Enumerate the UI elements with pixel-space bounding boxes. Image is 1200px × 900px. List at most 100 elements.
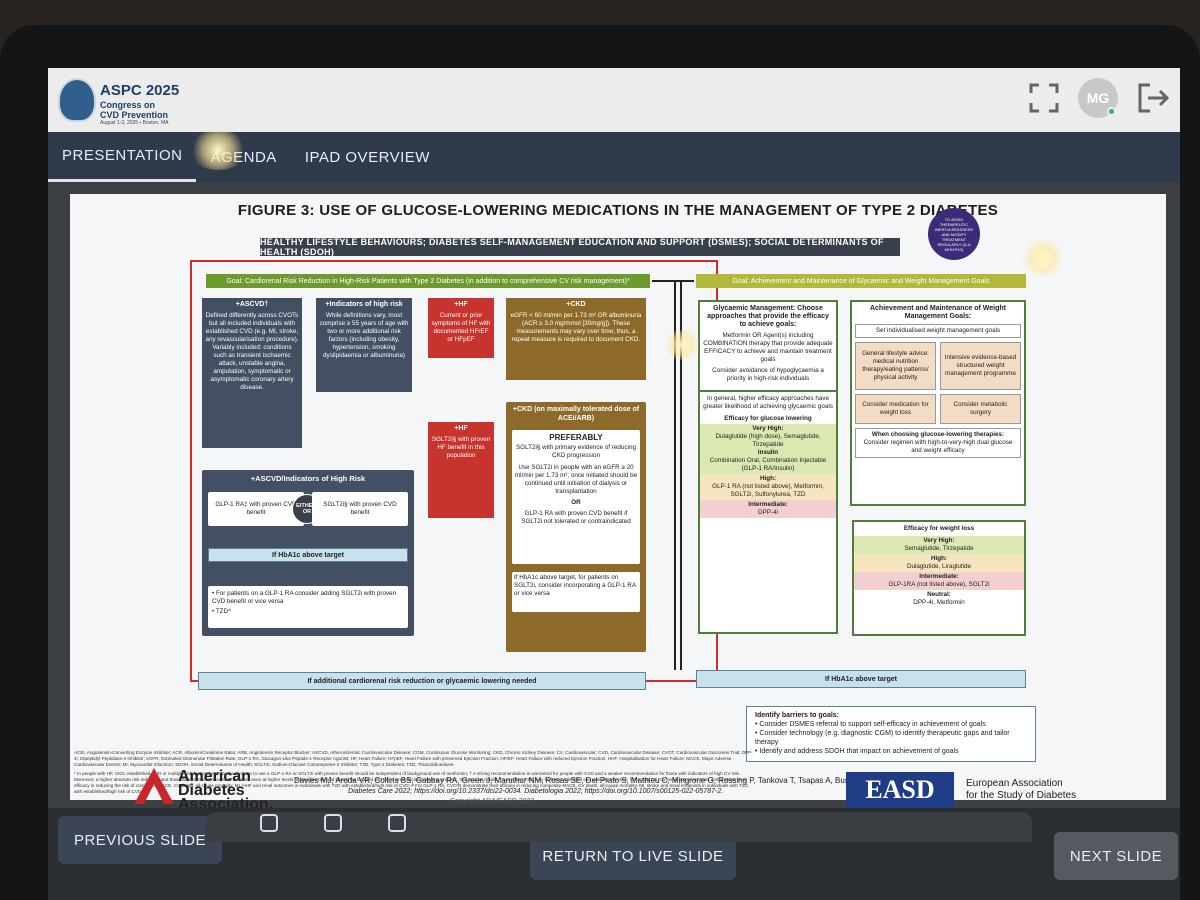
cardiorenal-bar: If additional cardiorenal risk reduction…	[198, 672, 646, 690]
online-status-dot	[1107, 107, 1116, 116]
logo-subtitle: Congress on CVD Prevention	[100, 100, 169, 120]
preferably-label: PREFERABLY	[549, 433, 603, 442]
weight-high: High: Dulaglutide, Liraglutide	[854, 554, 1024, 572]
fullscreen-icon[interactable]	[1028, 82, 1060, 114]
weight-choose-box: When choosing glucose-lowering therapies…	[855, 428, 1021, 458]
weight-int-drugs: GLP-1RA (not listed above), SGLT2i	[888, 581, 990, 588]
weight-high-drugs: Dulaglutide, Liraglutide	[906, 563, 972, 570]
ckd2-heading: +CKD (on maximally tolerated dose of ACE…	[512, 406, 640, 422]
high-risk-box: +Indicators of high risk While definitio…	[316, 298, 412, 392]
stand-icons	[260, 814, 406, 832]
combo-heading: +ASCVD/Indicators of High Risk	[250, 474, 366, 483]
barriers-item-2: • Consider technology (e.g. diagnostic C…	[755, 730, 1010, 746]
ckd-acei-panel: +CKD (on maximally tolerated dose of ACE…	[506, 402, 646, 652]
weight-vh-label: Very High:	[923, 537, 955, 544]
weight-vh-drugs: Semaglutide, Tirzepatide	[904, 545, 974, 552]
previous-slide-button[interactable]: PREVIOUS SLIDE	[58, 816, 222, 864]
weight-int-label: Intermediate:	[919, 573, 959, 580]
combo-hba1c-bar: If HbA1c above target	[208, 548, 408, 562]
glycaemic-hypo: Consider avoidance of hypoglycaemia a pr…	[712, 367, 824, 382]
glucose-vh-drugs: Dulaglutide (high dose), Semaglutide, Ti…	[715, 433, 821, 448]
weight-high-label: High:	[930, 555, 948, 562]
weight-neutral: Neutral: DPP-4i, Metformin	[854, 590, 1024, 608]
ckd2-or: OR	[571, 499, 581, 506]
lifestyle-bar: HEALTHY LIFESTYLE BEHAVIOURS; DIABETES S…	[260, 237, 900, 257]
ckd2-glp1-text: GLP-1 RA with proven CVD benefit if SGLT…	[521, 510, 631, 525]
glucose-intermediate: Intermediate: DPP-4i	[700, 500, 836, 518]
logo-date: August 1-3, 2025 • Boston, MA	[100, 120, 169, 126]
glycaemic-heading: Glycaemic Management: Choose approaches …	[707, 305, 829, 328]
ada-logo-icon	[134, 768, 174, 804]
avatar-initials: MG	[1086, 90, 1110, 106]
app-screen: ASPC 2025 Congress on CVD Prevention Aug…	[48, 68, 1180, 900]
barriers-item-1: • Consider DSMES referral to support sel…	[755, 721, 986, 728]
glycaemic-metformin: Metformin OR Agent(s) including COMBINAT…	[703, 332, 833, 363]
glucose-int-drugs: DPP-4i	[758, 509, 778, 516]
weight-efficacy-label: Efficacy for weight loss	[903, 525, 975, 532]
vertical-line	[674, 282, 676, 670]
figure-title: FIGURE 3: USE OF GLUCOSE-LOWERING MEDICA…	[237, 202, 999, 219]
hf2-heading: +HF	[454, 425, 468, 432]
weight-set-goals: Set individualised weight management goa…	[855, 324, 1021, 338]
logout-icon[interactable]	[1136, 81, 1170, 115]
reassess-badge: TO AVOID THERAPEUTIC INERTIA REASSESS AN…	[928, 208, 980, 260]
ascvd-heading: +ASCVD†	[235, 301, 269, 308]
combo-bullets: • For patients on a GLP-1 RA consider ad…	[208, 586, 408, 628]
ckd2-preferably-box: PREFERABLY SGLT2i§ with primary evidence…	[512, 430, 640, 564]
weight-choose-text: Consider regimen with high-to-very-high …	[863, 439, 1013, 454]
weight-choose-heading: When choosing glucose-lowering therapies…	[871, 431, 1005, 438]
glucose-vh-label: Very High:	[752, 425, 784, 432]
settings-icon	[388, 814, 406, 832]
barriers-item-3: • Identify and address SDOH that impact …	[755, 748, 959, 755]
weight-neu-label: Neutral:	[927, 591, 951, 598]
glucose-combo: Combination Oral, Combination Injectable…	[709, 457, 827, 472]
hf2-text: SGLT2i§ with proven HF benefit in this p…	[431, 436, 491, 459]
easd-name: European Association for the Study of Di…	[966, 778, 1077, 801]
info-icon	[324, 814, 342, 832]
home-icon	[260, 814, 278, 832]
ckd-heading: +CKD	[566, 301, 586, 308]
combo-glp1-box: GLP-1 RA‡ with proven CVD benefit	[208, 492, 304, 526]
weight-lifestyle-advice: General lifestyle advice: medical nutrit…	[855, 342, 936, 390]
abbreviations: ACEi, Angiotensin-Converting Enzyme Inhi…	[74, 750, 754, 795]
next-slide-button[interactable]: NEXT SLIDE	[1054, 832, 1178, 880]
weight-medication: Consider medication for weight loss	[855, 394, 936, 424]
ckd2-egfr-text: Use SGLT2i in people with an eGFR ≥ 20 m…	[514, 464, 638, 495]
glucose-int-label: Intermediate:	[748, 501, 788, 508]
hf-heading: +HF	[454, 301, 468, 308]
vertical-line-2	[680, 282, 682, 670]
authors: Davies MJ, Aroda VR, Collins BS, Gabbay …	[294, 776, 865, 785]
glucose-high-drugs: GLP-1 RA (not listed above), Metformin, …	[712, 483, 824, 498]
ascvd-box: +ASCVD† Defined differently across CVOTs…	[202, 298, 302, 448]
light-reflection-2	[1020, 240, 1066, 276]
combo-panel: +ASCVD/Indicators of High Risk GLP-1 RA‡…	[202, 470, 414, 636]
ascvd-text: Defined differently across CVOTs but all…	[205, 312, 299, 391]
ada-name: American Diabetes Association.	[178, 768, 274, 813]
goal-cardiorenal: Goal: Cardiorenal Risk Reduction in High…	[206, 274, 650, 288]
ckd2-sglt2-text: SGLT2i§ with primary evidence of reducin…	[516, 444, 636, 459]
ckd2-hba1c-box: If HbA1c above target, for patients on S…	[512, 572, 640, 612]
tab-ipad-overview[interactable]: IPAD OVERVIEW	[304, 148, 430, 166]
weight-efficacy-panel: Efficacy for weight loss Very High: Sema…	[852, 520, 1026, 636]
glucose-efficacy-label: Efficacy for glucose lowering	[724, 415, 812, 422]
weight-intermediate: Intermediate: GLP-1RA (not listed above)…	[854, 572, 1024, 590]
tab-presentation[interactable]: PRESENTATION	[48, 132, 197, 182]
toolbar-icons: MG	[1028, 78, 1170, 118]
stand-edge	[206, 812, 1032, 842]
glucose-high: High: GLP-1 RA (not listed above), Metfo…	[700, 474, 836, 500]
hf-text: Current or prior symptoms of HF with doc…	[431, 312, 491, 343]
user-avatar[interactable]: MG	[1078, 78, 1118, 118]
copyright: Copyright ADA/EASD 2022	[450, 798, 535, 805]
light-reflection	[188, 130, 248, 170]
logo-title: ASPC 2025	[100, 82, 180, 99]
combo-sglt2-box: SGLT2i§ with proven CVD benefit	[312, 492, 408, 526]
high-risk-text: While definitions vary, most comprise ≥ …	[319, 312, 409, 359]
easd-logo: EASD	[846, 772, 954, 808]
glycaemic-general: In general, higher efficacy approaches h…	[700, 390, 836, 414]
logo-emblem	[58, 78, 96, 122]
hf-sglt2-box: +HF SGLT2i§ with proven HF benefit in th…	[428, 422, 494, 518]
weight-neu-drugs: DPP-4i, Metformin	[913, 599, 965, 606]
slide-view: FIGURE 3: USE OF GLUCOSE-LOWERING MEDICA…	[70, 194, 1166, 813]
glucose-high-label: High:	[759, 475, 777, 482]
hba1c-target-bar: If HbA1c above target	[696, 670, 1026, 688]
